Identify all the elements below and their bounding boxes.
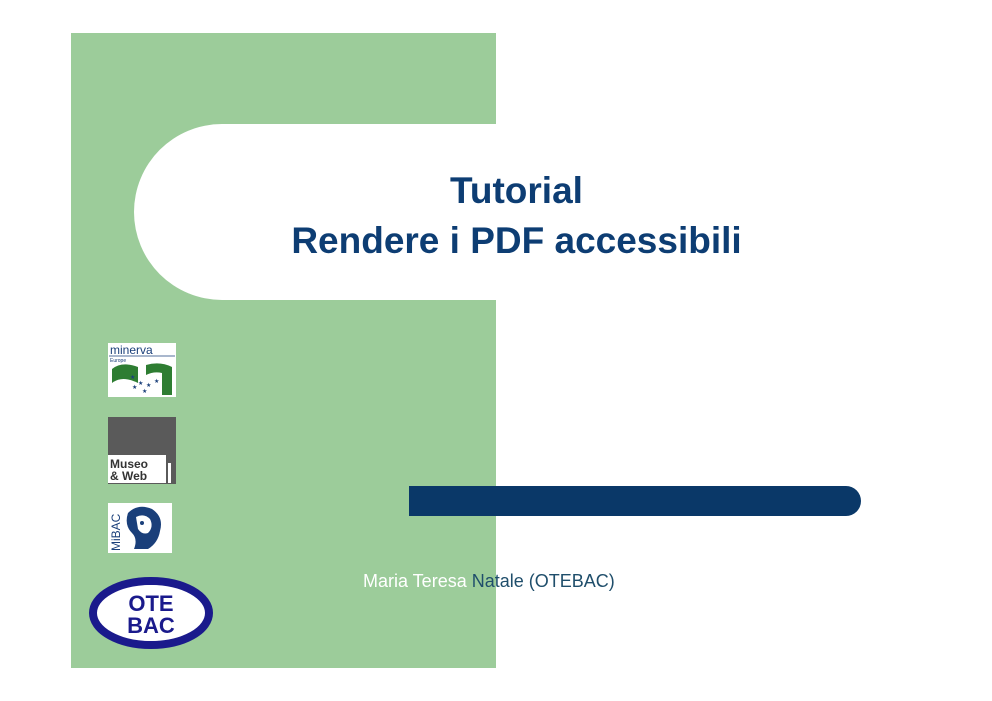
- decorative-navy-bar: [409, 486, 861, 516]
- svg-text:★: ★: [130, 374, 135, 381]
- author-name-part1: Maria Teresa: [363, 571, 472, 591]
- title-background-pill: [134, 124, 854, 300]
- svg-text:MiBAC: MiBAC: [109, 513, 123, 551]
- svg-text:& Web: & Web: [110, 469, 147, 483]
- slide-title: Tutorial Rendere i PDF accessibili: [134, 166, 899, 266]
- svg-text:Europe: Europe: [110, 358, 126, 364]
- svg-text:★: ★: [138, 380, 143, 387]
- svg-text:★: ★: [154, 378, 159, 385]
- svg-text:★: ★: [142, 388, 147, 395]
- otebac-logo: OTE BAC: [89, 577, 213, 649]
- svg-text:minerva: minerva: [110, 343, 153, 357]
- svg-text:OTE: OTE: [128, 591, 173, 616]
- author-name-part2: Natale (OTEBAC): [471, 571, 615, 591]
- mibac-logo: MiBAC: [108, 503, 172, 553]
- svg-text:Museo: Museo: [110, 457, 148, 471]
- museo-web-logo: Museo & Web: [108, 417, 176, 484]
- title-line-1: Tutorial: [450, 170, 583, 211]
- minerva-logo: minerva Europe ★★★ ★★★: [108, 343, 176, 397]
- title-line-2: Rendere i PDF accessibili: [291, 220, 742, 261]
- author-line: Maria Teresa Natale (OTEBAC): [363, 571, 615, 592]
- svg-text:★: ★: [146, 382, 151, 389]
- svg-text:★: ★: [132, 384, 137, 391]
- svg-text:BAC: BAC: [127, 613, 175, 638]
